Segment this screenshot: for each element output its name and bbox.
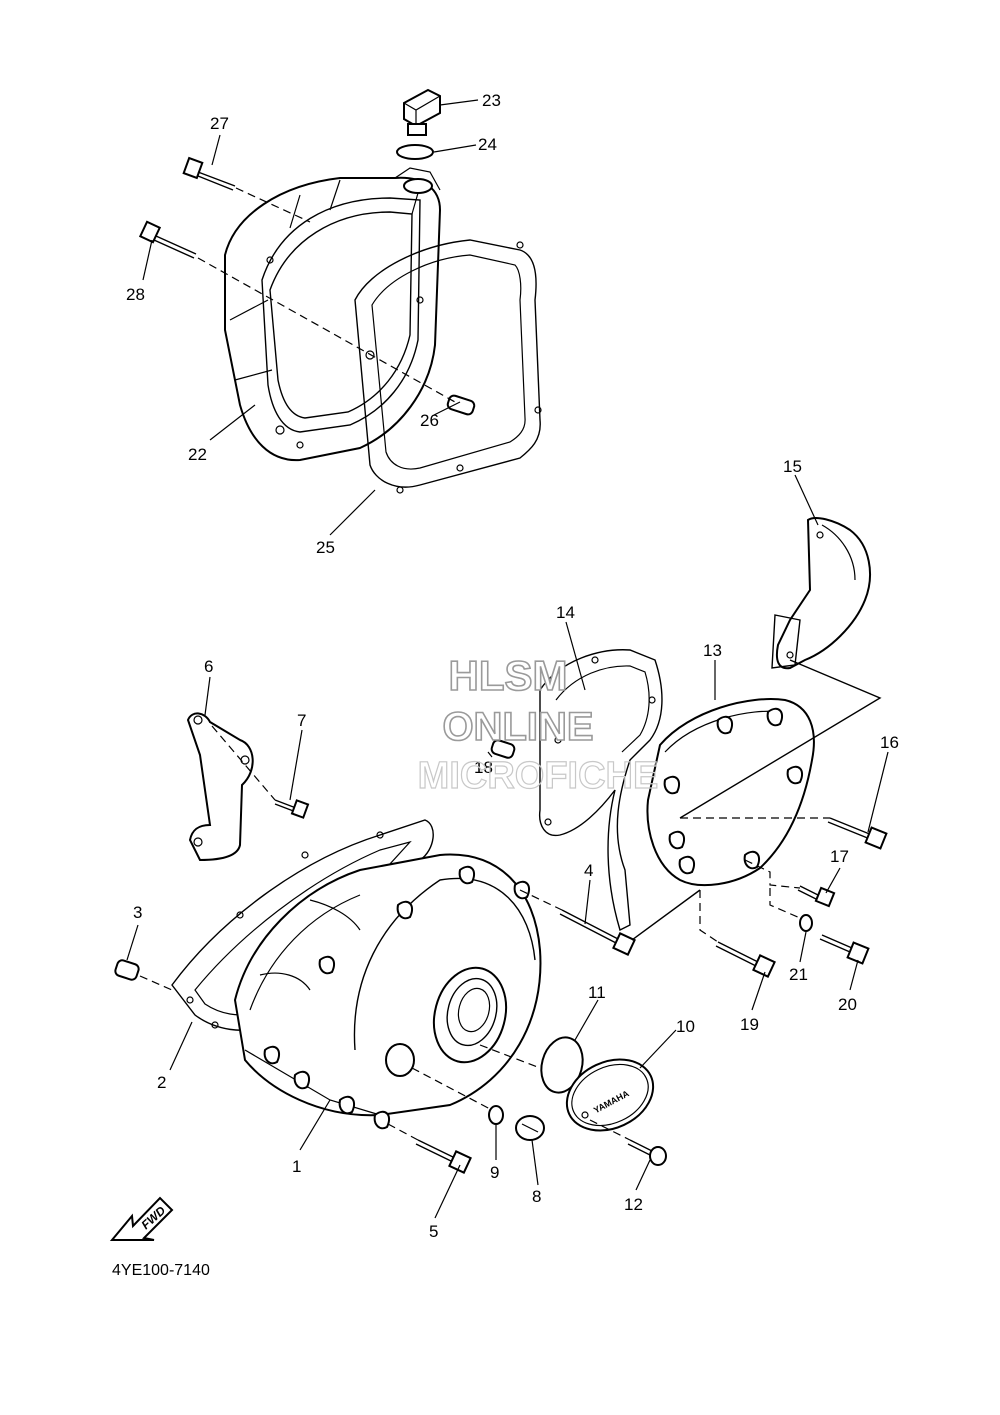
callout-21: 21 [789,965,808,984]
callout-11: 11 [588,983,606,1002]
o-ring-24 [396,144,434,160]
guide-4-cover [631,889,701,941]
gasket-25 [354,239,542,494]
leader-lines [126,99,889,1219]
bolt-27 [182,156,236,191]
forward-arrow: FWD [109,1196,174,1241]
bolt-28 [138,220,197,259]
bolt-5 [415,1139,472,1174]
watermark-line-1: HLSM [449,652,568,699]
guide-7 [211,725,276,801]
callout-19: 19 [740,1015,759,1034]
callout-26: 26 [420,411,439,430]
callout-16: 16 [880,733,899,752]
callout-25: 25 [316,538,335,557]
guide-15-16 [679,659,882,819]
gasket-2 [171,819,434,1031]
guide-27 [235,187,311,223]
callout-24: 24 [478,135,497,154]
callout-4: 4 [584,861,593,880]
guide-11 [479,1044,541,1069]
bolt-7 [274,799,310,819]
callout-13: 13 [703,641,722,660]
callout-28: 28 [126,285,145,304]
crankcase-cover-1 [233,853,542,1130]
callout-15: 15 [783,457,802,476]
crankcase-cover-22 [224,167,442,462]
callout-10: 10 [676,1017,695,1036]
callout-8: 8 [532,1187,541,1206]
callout-18: 18 [474,758,493,777]
callout-3: 3 [133,903,142,922]
o-ring-11 [540,1036,584,1094]
callout-27: 27 [210,114,229,133]
guide-28 [197,257,456,403]
bolt-20 [819,934,870,965]
generator-cover-13 [646,698,815,887]
guide-4 [519,889,563,911]
dowel-18 [490,739,516,759]
callout-2: 2 [157,1073,166,1092]
guide-5 [387,1123,419,1141]
watermark-line-3: MICROFICHE [418,755,659,797]
cover-plate-10: YAMAHA [565,1058,655,1132]
callout-12: 12 [624,1195,643,1214]
bolt-16 [827,817,888,850]
washer-21 [799,914,813,932]
callout-5: 5 [429,1222,438,1241]
gasket-14 [538,649,663,931]
callout-1: 1 [292,1157,301,1176]
callout-17: 17 [830,847,849,866]
guide-12 [589,1119,631,1141]
guide-3 [139,975,173,991]
cover-plate-15 [771,517,871,670]
screw-12 [627,1139,667,1166]
callout-9: 9 [490,1163,499,1182]
washer-9 [488,1105,504,1125]
forward-arrow-icon [109,1196,174,1241]
callout-22: 22 [188,445,207,464]
plug-3 [114,959,140,981]
callout-6: 6 [204,657,213,676]
watermark-line-2: ONLINE [442,705,593,749]
callout-20: 20 [838,995,857,1014]
callout-7: 7 [297,711,306,730]
watermark: HLSM ONLINE MICROFICHE [417,651,659,797]
guide-17 [744,859,801,889]
bolt-19 [715,941,776,978]
guide-20-21 [769,888,801,919]
callout-23: 23 [482,91,501,110]
callout-labels: 1 2 3 4 5 6 7 8 9 10 11 12 13 14 15 16 1… [126,91,899,1241]
callout-14: 14 [556,603,575,622]
bolt-4 [559,909,636,956]
bracket-6 [186,712,254,862]
dowel-26 [446,394,476,416]
diagram-code: 4YE100-7140 [112,1262,210,1279]
filler-cap-23 [403,88,441,136]
guide-8-9 [411,1067,493,1111]
plug-8 [515,1115,545,1141]
guide-19 [699,890,719,943]
